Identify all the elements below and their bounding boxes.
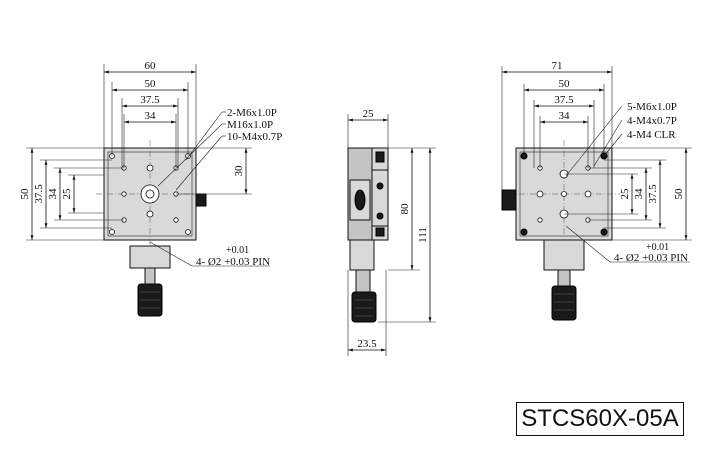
dim-34: 34 <box>145 110 157 122</box>
dim-50: 50 <box>145 78 157 90</box>
right-top-view: 71 50 37.5 34 25 34 37.5 50 5- <box>501 60 692 321</box>
lock-knob-right <box>501 189 517 211</box>
side-view: 25 80 111 23.5 <box>347 108 436 356</box>
dim-h30: 30 <box>233 165 245 177</box>
pin-label-left: 4- Ø2 +0.03 PIN <box>196 256 270 268</box>
dim-37-5-right: 37.5 <box>554 94 574 106</box>
note-5-m6: 5-M6x1.0P <box>627 101 677 113</box>
dim-34-right: 34 <box>559 110 571 122</box>
dim-50-right: 50 <box>559 78 571 90</box>
dim-h50-right: 50 <box>673 188 685 200</box>
dim-23-5: 23.5 <box>357 338 377 350</box>
dim-h50: 50 <box>19 188 31 200</box>
note-4-m4-clr: 4-M4 CLR <box>627 129 676 141</box>
dim-h25: 25 <box>61 188 73 200</box>
pin-tol-right: +0.01 <box>646 242 669 253</box>
note-m16: M16x1.0P <box>227 119 273 131</box>
dim-h34-right: 34 <box>633 188 645 200</box>
dim-37-5: 37.5 <box>140 94 160 106</box>
mount-holes-left <box>109 153 191 235</box>
dim-111: 111 <box>417 227 429 243</box>
dim-h25-right: 25 <box>619 188 631 200</box>
dim-60: 60 <box>145 60 157 72</box>
micrometer-thimble-side <box>351 291 377 323</box>
left-top-view: 60 50 37.5 34 50 37.5 34 25 30 <box>19 60 282 317</box>
micrometer-thimble-right <box>551 285 577 321</box>
micrometer-body-left <box>129 245 171 269</box>
pin-tol-left: +0.01 <box>226 245 249 256</box>
model-label: STCS60X-05A <box>516 402 684 436</box>
lock-knob-left <box>195 193 207 207</box>
dim-h37-5: 37.5 <box>33 184 45 204</box>
note-10-m4: 10-M4x0.7P <box>227 131 282 143</box>
dim-25-side: 25 <box>363 108 375 120</box>
dim-h37-5-right: 37.5 <box>647 184 659 204</box>
pin-label-right: 4- Ø2 +0.03 PIN <box>614 252 688 264</box>
dim-h34: 34 <box>47 188 59 200</box>
dim-80: 80 <box>399 203 411 215</box>
note-4-m4: 4-M4x0.7P <box>627 115 677 127</box>
micrometer-body-right <box>543 239 585 271</box>
dim-71: 71 <box>552 60 563 72</box>
note-2-m6: 2-M6x1.0P <box>227 107 277 119</box>
